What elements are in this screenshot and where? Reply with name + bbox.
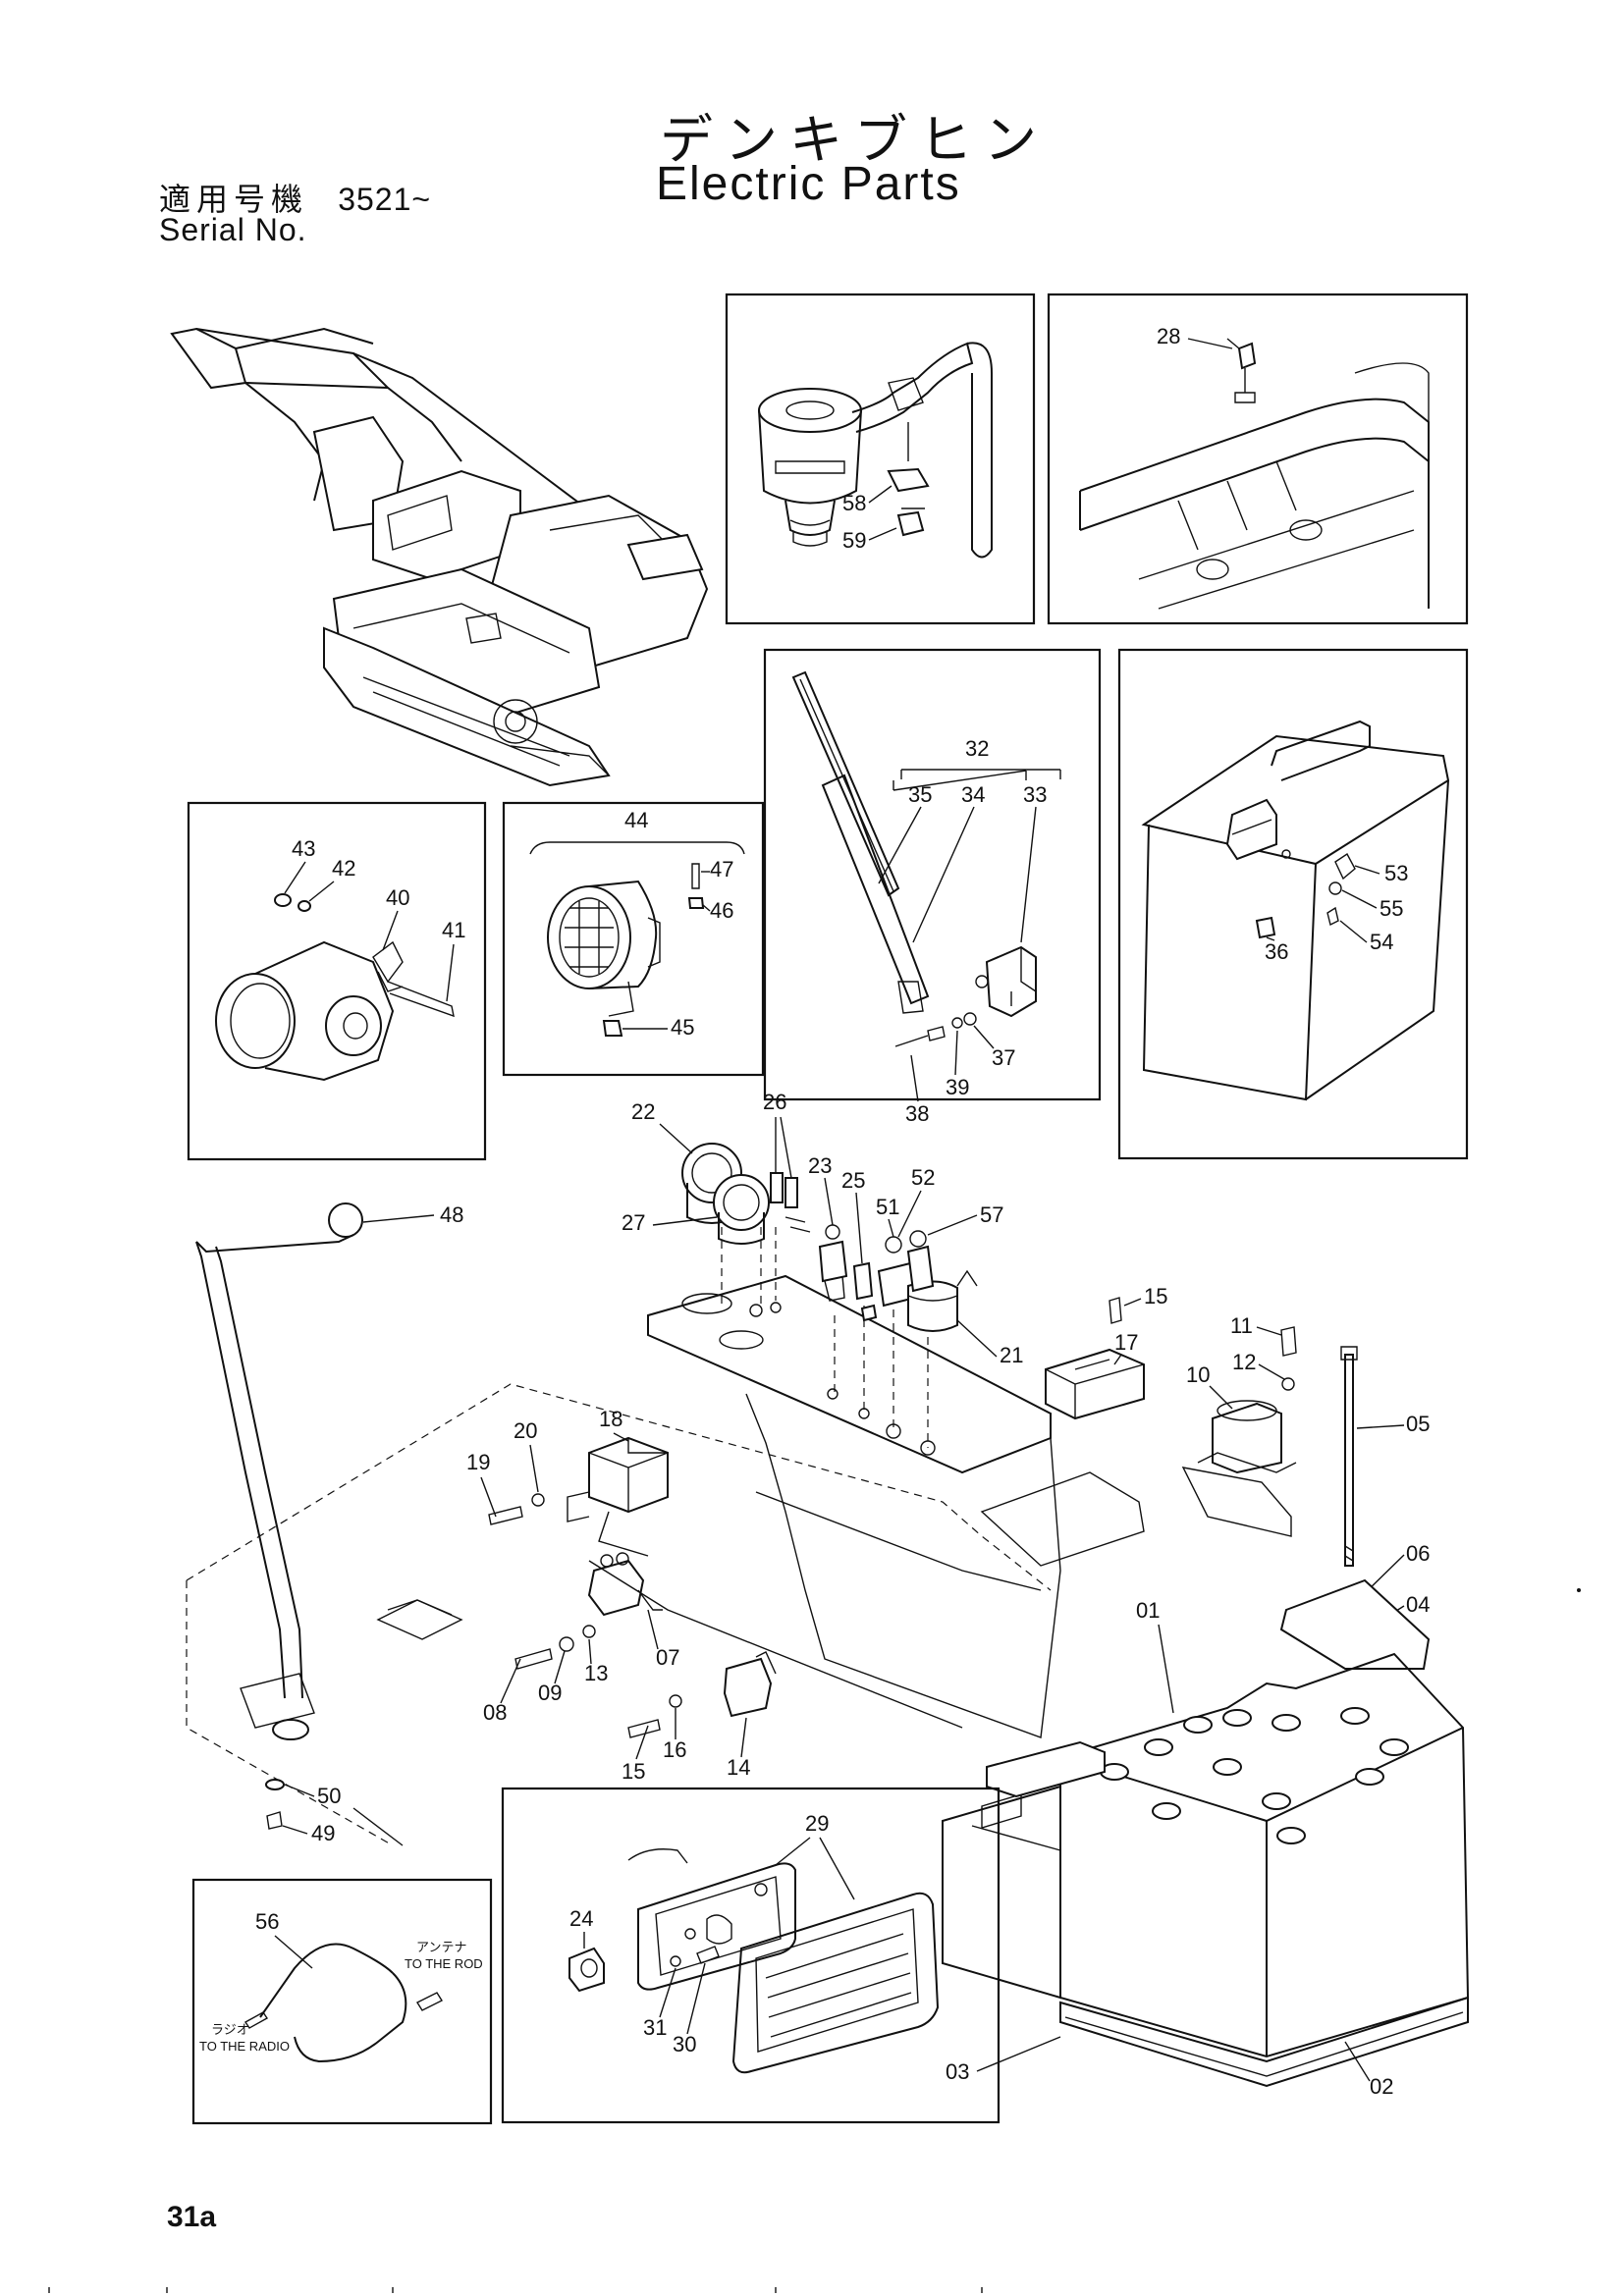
callout-20: 20 [514,1418,537,1443]
callout-01: 01 [1136,1598,1160,1623]
callout-22: 22 [631,1099,655,1124]
callout-59: 59 [842,528,866,553]
antenna-rod-note-en: TO THE ROD [405,1956,483,1971]
callout-19: 19 [466,1450,490,1474]
callout-05: 05 [1406,1412,1430,1436]
callout-31: 31 [643,2015,667,2040]
callout-37: 37 [992,1045,1015,1070]
serial-from: 3521~ [338,182,432,217]
detail-box-sensor [1047,293,1469,625]
battery-rod-illustration [1340,1346,1360,1604]
serial-label-en: Serial No. [159,212,307,247]
detail-box-air-cleaner [725,293,1036,625]
callout-55: 55 [1380,896,1403,921]
callout-10: 10 [1186,1362,1210,1387]
callout-57: 57 [980,1202,1003,1227]
callout-08: 08 [483,1700,507,1725]
excavator-overview-illustration [170,327,709,787]
callout-38: 38 [905,1101,929,1126]
callout-29: 29 [805,1811,829,1836]
callout-15: 15 [1144,1284,1167,1308]
air-cleaner-illustration [758,342,993,559]
callout-33: 33 [1023,782,1047,807]
callout-30: 30 [673,2032,696,2056]
detail-box-cover [1117,648,1469,1160]
antenna-cable-illustration [243,1943,444,2063]
callout-26: 26 [763,1090,786,1114]
callout-07: 07 [656,1645,679,1670]
callout-13: 13 [584,1661,608,1685]
floor-plate-outline [186,1383,1052,1846]
callout-42: 42 [332,856,355,881]
callout-39: 39 [946,1075,969,1099]
callout-09: 09 [538,1681,562,1705]
detail-box-horn [187,801,487,1161]
callout-48: 48 [440,1202,463,1227]
callout-06: 06 [1406,1541,1430,1566]
callout-34: 34 [961,782,985,807]
serial-applicability: 適用号機 3521~ [159,175,431,220]
horn-illustration [215,893,455,1082]
callout-49: 49 [311,1821,335,1845]
callout-14: 14 [727,1755,750,1780]
callout-23: 23 [808,1153,832,1178]
instrument-panel-illustration [647,1143,1061,1738]
scan-artifacts [48,1588,1581,2293]
callout-40: 40 [386,885,409,910]
antenna-rod-note-jp: アンテナ [416,1940,466,1954]
antenna-radio-note-en: TO THE RADIO [199,2039,290,2054]
detail-box-work-light [502,801,765,1077]
callout-11: 11 [1230,1313,1253,1338]
callout-28: 28 [1157,324,1180,348]
callout-12: 12 [1232,1350,1256,1374]
title-japanese: デンキブヒン [660,109,1049,171]
callout-47: 47 [710,857,733,881]
callout-27: 27 [622,1210,645,1235]
relay-regulator-illustration [567,1348,1297,1718]
title-english: Electric Parts [656,158,961,210]
callout-50: 50 [317,1784,341,1808]
callout-36: 36 [1265,939,1288,964]
callout-16: 16 [663,1737,686,1762]
callout-24: 24 [569,1906,593,1931]
cover-panel-illustration [1141,720,1450,1101]
control-lever-illustration [195,1202,363,1830]
detail-box-antenna [191,1878,493,2125]
callout-54: 54 [1370,930,1393,954]
callout-53: 53 [1384,861,1408,885]
detail-box-room-lamp [501,1787,1001,2124]
battery-illustration [942,1578,1470,2088]
callout-03: 03 [946,2059,969,2084]
callout-18: 18 [599,1407,622,1431]
callout-51: 51 [876,1195,899,1219]
page-number: 31a [167,2201,217,2233]
callout-17: 17 [1114,1330,1138,1355]
callout-04: 04 [1406,1592,1430,1617]
callout-32: 32 [965,736,989,761]
callout-21: 21 [1000,1343,1023,1367]
serial-label-jp: 適用号機 [159,181,309,218]
room-lamp-illustration [568,1848,940,2074]
callout-41: 41 [442,918,465,942]
callout-56: 56 [255,1909,279,1934]
callout-44: 44 [624,808,648,832]
callout-35: 35 [908,782,932,807]
callout-25: 25 [841,1168,865,1193]
work-light-illustration [529,841,745,1037]
callout-52: 52 [911,1165,935,1190]
engine-block-illustration [1079,338,1430,610]
callout-15: 15 [622,1759,645,1784]
callout-02: 02 [1370,2074,1393,2099]
antenna-radio-note-jp: ラジオ [211,2022,249,2037]
callout-43: 43 [292,836,315,861]
detail-box-wiper [763,648,1102,1101]
callout-46: 46 [710,898,733,923]
wiper-illustration [791,670,1037,1047]
callout-45: 45 [671,1015,694,1040]
callout-58: 58 [842,491,866,515]
